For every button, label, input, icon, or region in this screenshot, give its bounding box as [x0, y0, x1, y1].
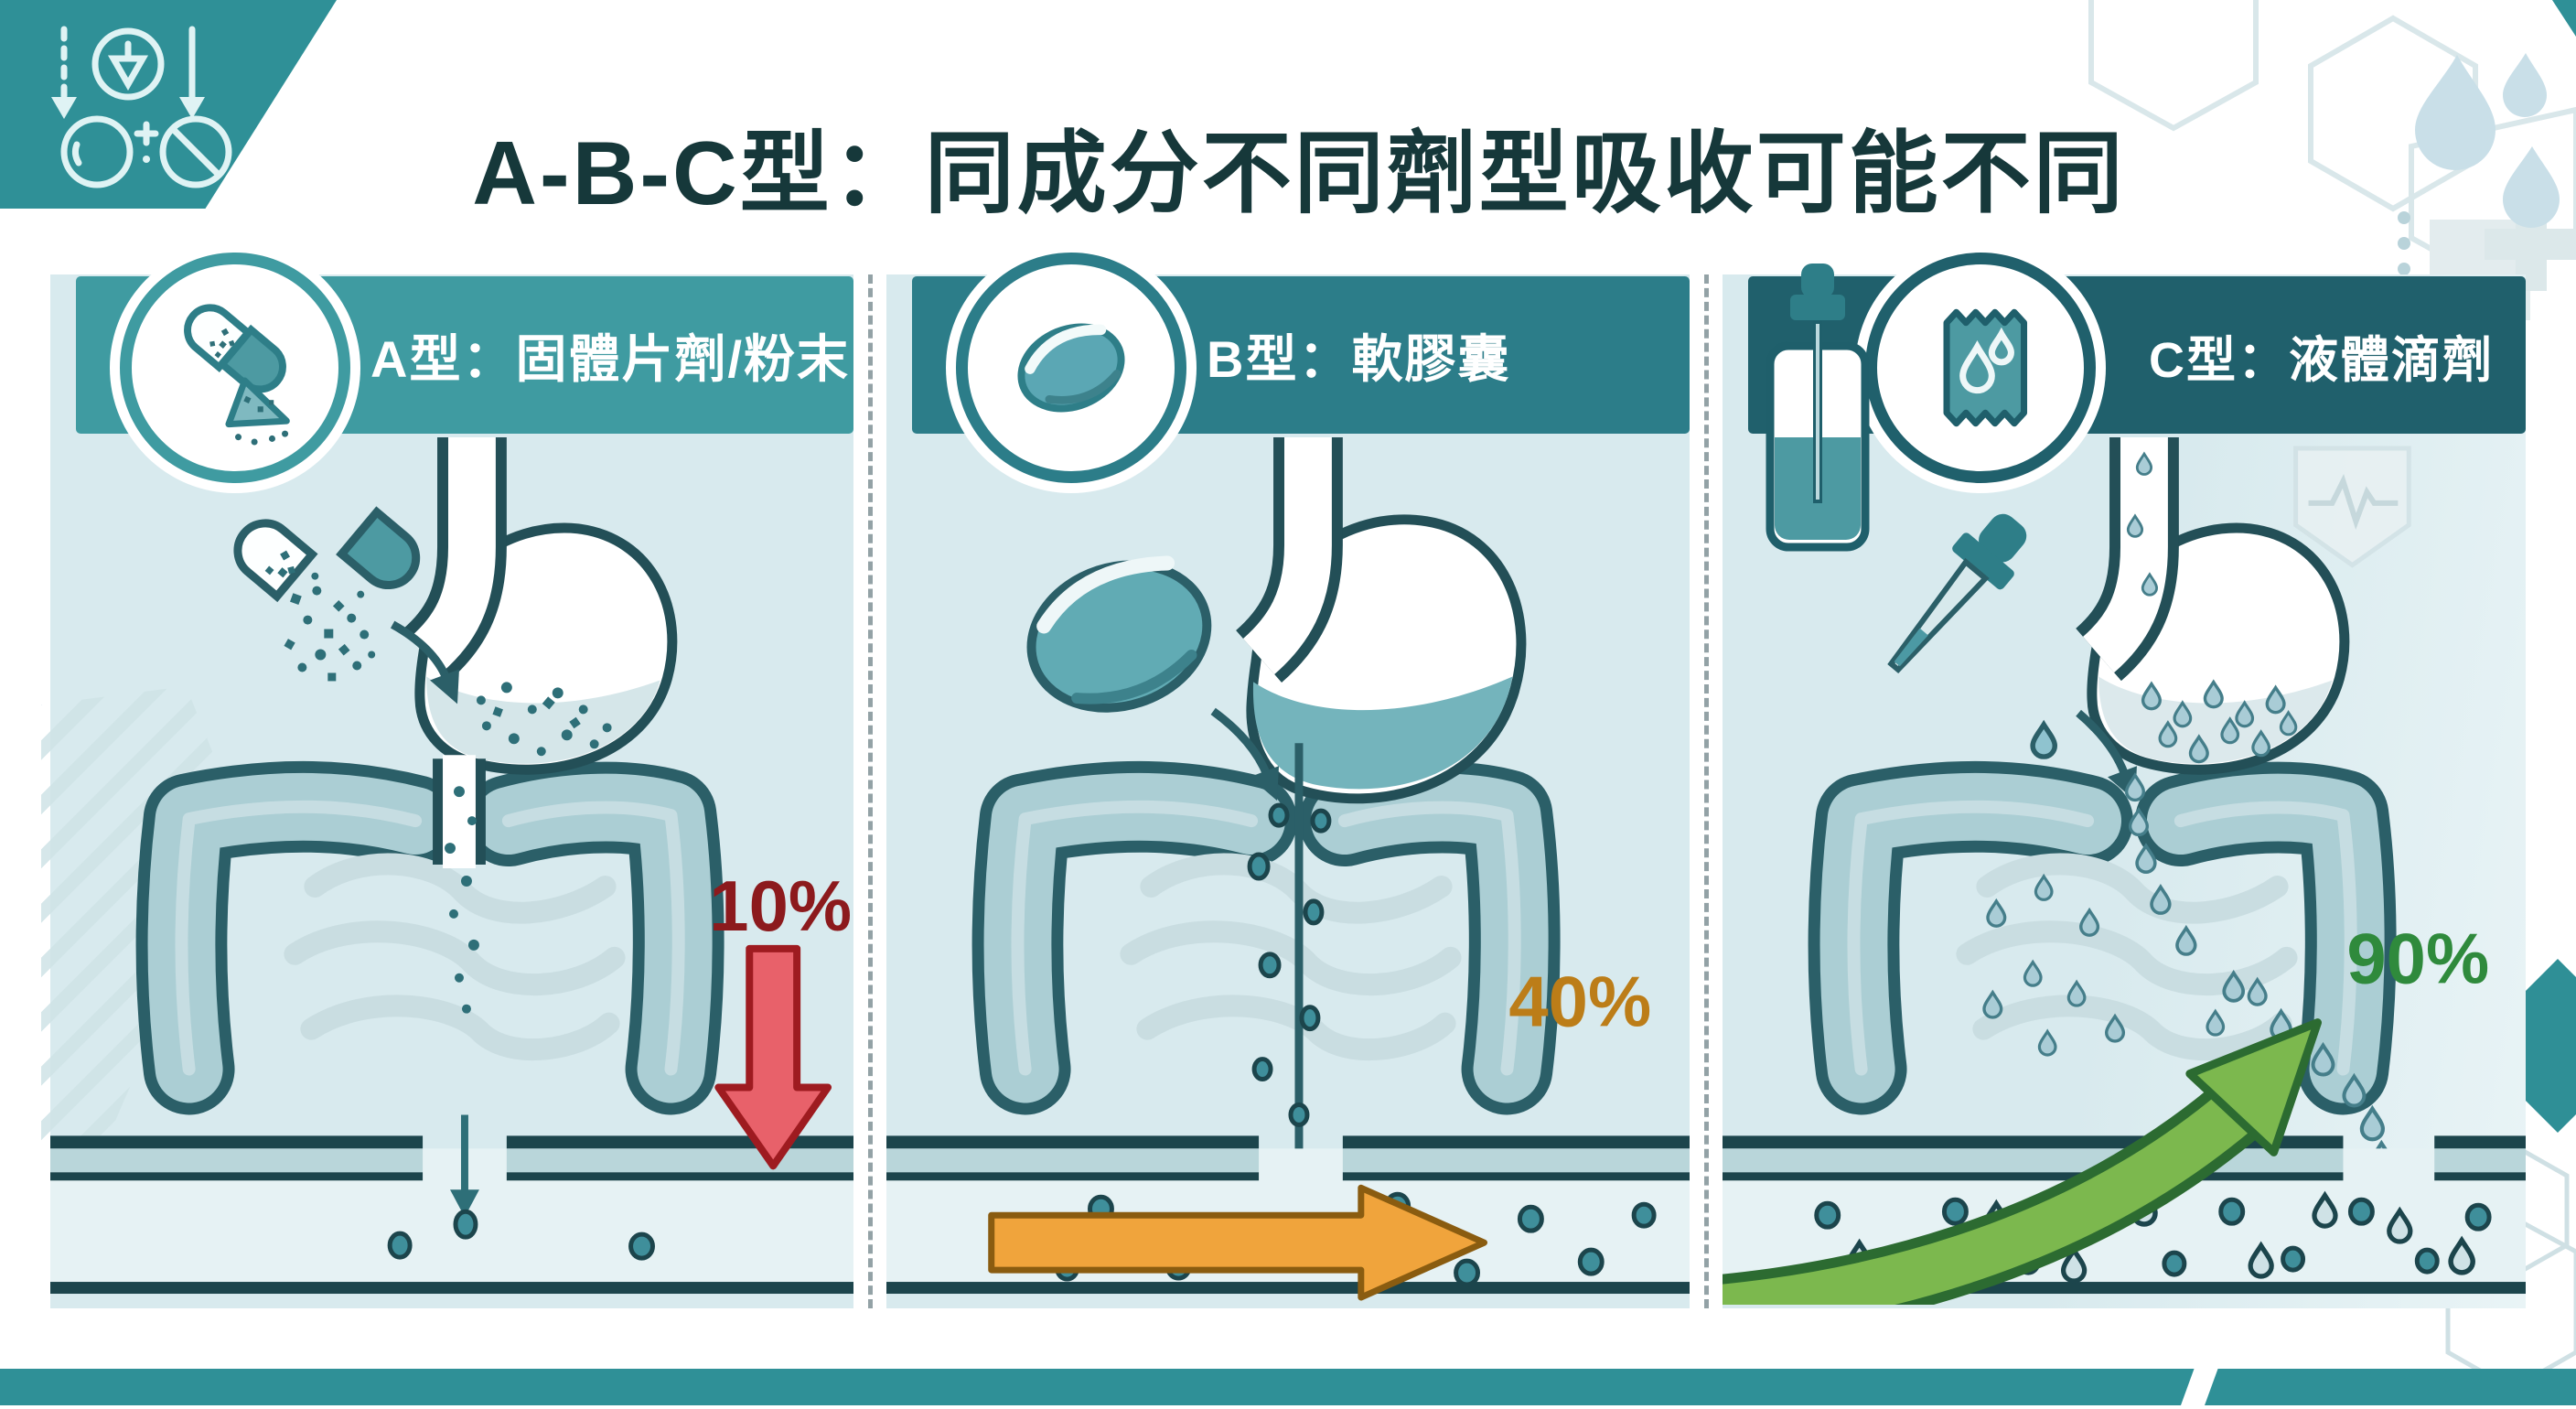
heartbeat-badge-icon: [2293, 446, 2411, 568]
stomach-icon: [1235, 437, 1527, 804]
falling-drop-icon: [2033, 725, 2055, 757]
water-drops-icon: [2415, 53, 2560, 229]
panel-c-badge: [1865, 253, 2096, 483]
dropper-icon: [1887, 513, 2055, 757]
panel-c-liquid-drops: C型：液體滴劑: [1723, 253, 2526, 1308]
panel-divider: [867, 274, 873, 1308]
no-symbol-icon: [159, 115, 232, 188]
open-capsule-powder-icon: [184, 304, 290, 446]
panel-b-absorption-percent: 40%: [1508, 963, 1651, 1042]
panel-a-badge: [120, 253, 350, 483]
powder-particles: [445, 682, 612, 1014]
stomach-liquid: [1252, 676, 1513, 790]
down-arrow-icon: [714, 944, 832, 1170]
panel-c-absorption-percent: 90%: [2346, 920, 2489, 999]
panel-a-absorption-percent: 10%: [709, 867, 852, 946]
small-intestine-icon: [1120, 853, 1462, 1061]
hexagon-icon: [2088, 0, 2259, 132]
circle-down-triangle-icon: [91, 27, 165, 101]
panel-b-header: B型：軟膠囊: [912, 253, 1690, 483]
dropper-bottle-icon: [1766, 264, 1870, 552]
panel-a-solid-tablet: A型：固體片劑/粉末: [41, 253, 853, 1308]
dissolving-dots: [1247, 802, 1332, 1127]
large-intestine-icon: [1808, 760, 2397, 1115]
panel-a-header: A型：固體片劑/粉末: [76, 253, 853, 483]
stomach-contents: [426, 676, 660, 764]
curved-arrow-icon: [1210, 707, 1280, 801]
powder-pile-icon: [225, 377, 290, 428]
softgel-capsule-icon: [1017, 323, 1125, 413]
softgel-icon: [1026, 555, 1212, 713]
right-arrow-icon: [988, 1184, 1488, 1301]
large-intestine-icon: [135, 760, 724, 1115]
hexagon-icon: [2308, 15, 2478, 212]
panel-a-digestion-illustration: 10%: [50, 437, 853, 1295]
dosage-icons-cluster-icon: [51, 26, 232, 188]
stomach-icon: [2075, 437, 2350, 775]
open-capsule-icon: [233, 506, 421, 603]
panel-divider: [1703, 274, 1709, 1308]
panel-b-badge: [956, 253, 1186, 483]
panel-c-label: C型：液體滴劑: [2149, 332, 2494, 388]
medical-cross-icon: [2485, 198, 2576, 291]
liquid-sachet-icon: [1943, 308, 2028, 427]
panel-b-softgel: B型：軟膠囊: [886, 253, 1690, 1308]
drops-outline-icon: [1959, 327, 2014, 394]
corner-decoration: [0, 0, 337, 209]
small-intestine-icon: [1956, 853, 2298, 1061]
stomach-icon: [402, 437, 678, 869]
absorbed-dots: [387, 1209, 655, 1261]
bloodstream-band: [50, 1114, 853, 1295]
panels-row: A型：固體片劑/粉末: [41, 253, 2526, 1308]
bottom-bar: [0, 1369, 2576, 1405]
panel-b-digestion-illustration: 40%: [886, 437, 1690, 1301]
circle-icon: [60, 115, 134, 188]
curved-arrow-icon: [390, 620, 459, 704]
page-title: A-B-C型：同成分不同劑型吸收可能不同: [472, 122, 2126, 223]
small-intestine-icon: [284, 853, 626, 1061]
bloodstream-band: [886, 1135, 1690, 1301]
up-curved-arrow-icon: [1723, 1018, 2323, 1305]
powder-spray: [284, 572, 376, 682]
panel-b-label: B型：軟膠囊: [1207, 329, 1511, 388]
large-intestine-icon: [971, 760, 1561, 1115]
panel-a-label: A型：固體片劑/粉末: [370, 329, 850, 388]
panel-c-header: C型：液體滴劑: [1748, 253, 2526, 552]
panel-c-digestion-illustration: 90%: [1723, 437, 2526, 1305]
